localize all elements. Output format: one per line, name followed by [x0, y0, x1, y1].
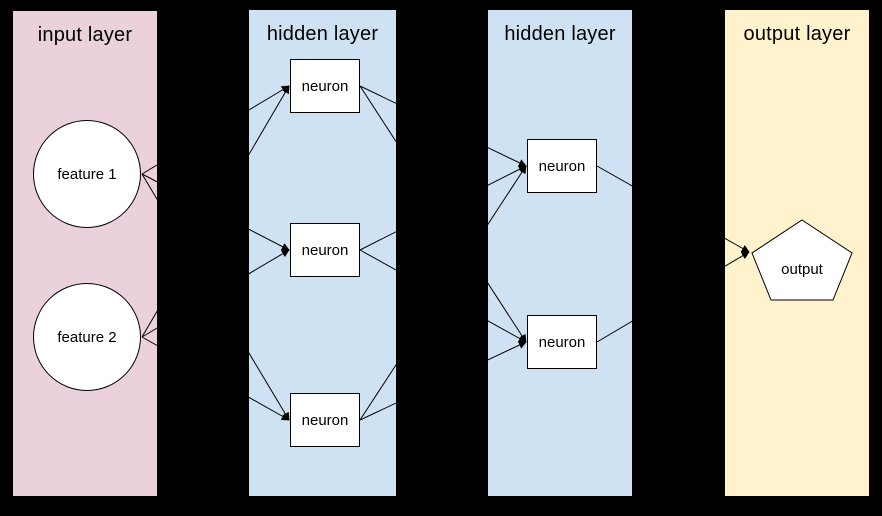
node-hidden2-neuron-1: neuron [527, 139, 597, 193]
node-hidden1-neuron-2: neuron [290, 223, 360, 277]
edge-h1n2-to-h2n2 [359, 249, 527, 343]
hidden-layer-1-title: hidden layer [266, 23, 379, 45]
node-feature-1: feature 1 [33, 120, 141, 228]
node-hidden1-neuron-2-label: neuron [301, 241, 349, 259]
edge-h1n1-to-h2n2 [359, 85, 527, 343]
pentagon-shape [751, 219, 853, 301]
panel-input-layer: input layer [13, 11, 157, 496]
edge-feature1-to-h1n3 [141, 173, 290, 421]
node-feature-2-label: feature 2 [57, 328, 117, 346]
node-output [751, 219, 853, 301]
edge-h1n1-to-h2n1 [359, 85, 527, 167]
edge-feature1-to-h1n1 [141, 85, 290, 175]
node-hidden2-neuron-1-label: neuron [538, 157, 586, 175]
edge-h1n3-to-h2n1 [359, 165, 527, 421]
node-hidden2-neuron-2: neuron [527, 315, 597, 369]
edge-feature2-to-h1n1 [141, 85, 290, 338]
node-hidden1-neuron-3: neuron [290, 393, 360, 447]
node-hidden2-neuron-2-label: neuron [538, 333, 586, 351]
edge-h2n2-to-output [596, 251, 750, 343]
node-hidden1-neuron-1: neuron [290, 59, 360, 113]
input-layer-title: input layer [37, 24, 133, 46]
node-hidden1-neuron-1-label: neuron [301, 77, 349, 95]
node-feature-1-label: feature 1 [57, 165, 117, 183]
edge-h1n3-to-h2n2 [359, 341, 527, 421]
edge-feature2-to-h1n3 [141, 336, 290, 421]
output-layer-title: output layer [743, 23, 851, 45]
hidden-layer-2-title: hidden layer [504, 23, 616, 45]
node-hidden1-neuron-3-label: neuron [301, 411, 349, 429]
panel-hidden-layer-2: hidden layer [488, 10, 632, 496]
edge-h1n2-to-h2n1 [359, 165, 527, 251]
node-output-label: output [781, 261, 823, 278]
edge-feature2-to-h1n2 [141, 249, 290, 338]
node-feature-2: feature 2 [33, 283, 141, 391]
edge-h2n1-to-output [596, 165, 750, 253]
